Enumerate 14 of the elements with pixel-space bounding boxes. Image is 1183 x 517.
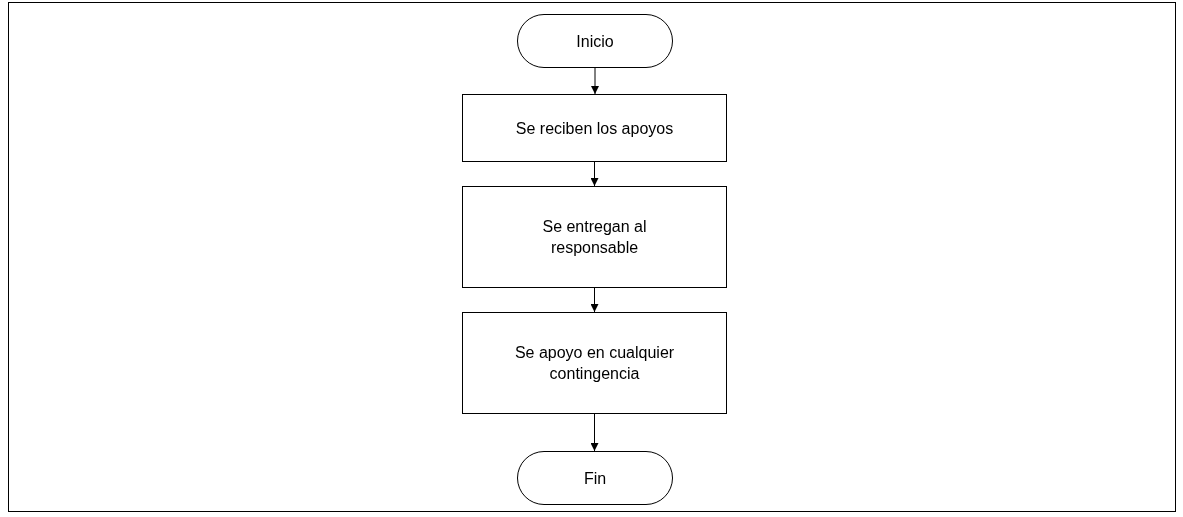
arrow: [591, 67, 599, 95]
arrow: [590, 161, 599, 187]
node-label: Fin: [583, 468, 607, 489]
process-box: [462, 312, 727, 414]
node-label: Inicio: [576, 31, 614, 52]
process-box: [462, 94, 727, 162]
node-label: Se reciben los apoyos: [515, 118, 674, 139]
terminator-shape: [517, 14, 673, 68]
terminator-shape: [517, 451, 673, 505]
arrow: [590, 287, 599, 313]
node-label: Se apoyo en cualquier contingencia: [513, 343, 676, 384]
node-label: Se entregan al responsable: [541, 217, 648, 258]
arrow: [590, 413, 599, 452]
process-box: [462, 186, 727, 288]
